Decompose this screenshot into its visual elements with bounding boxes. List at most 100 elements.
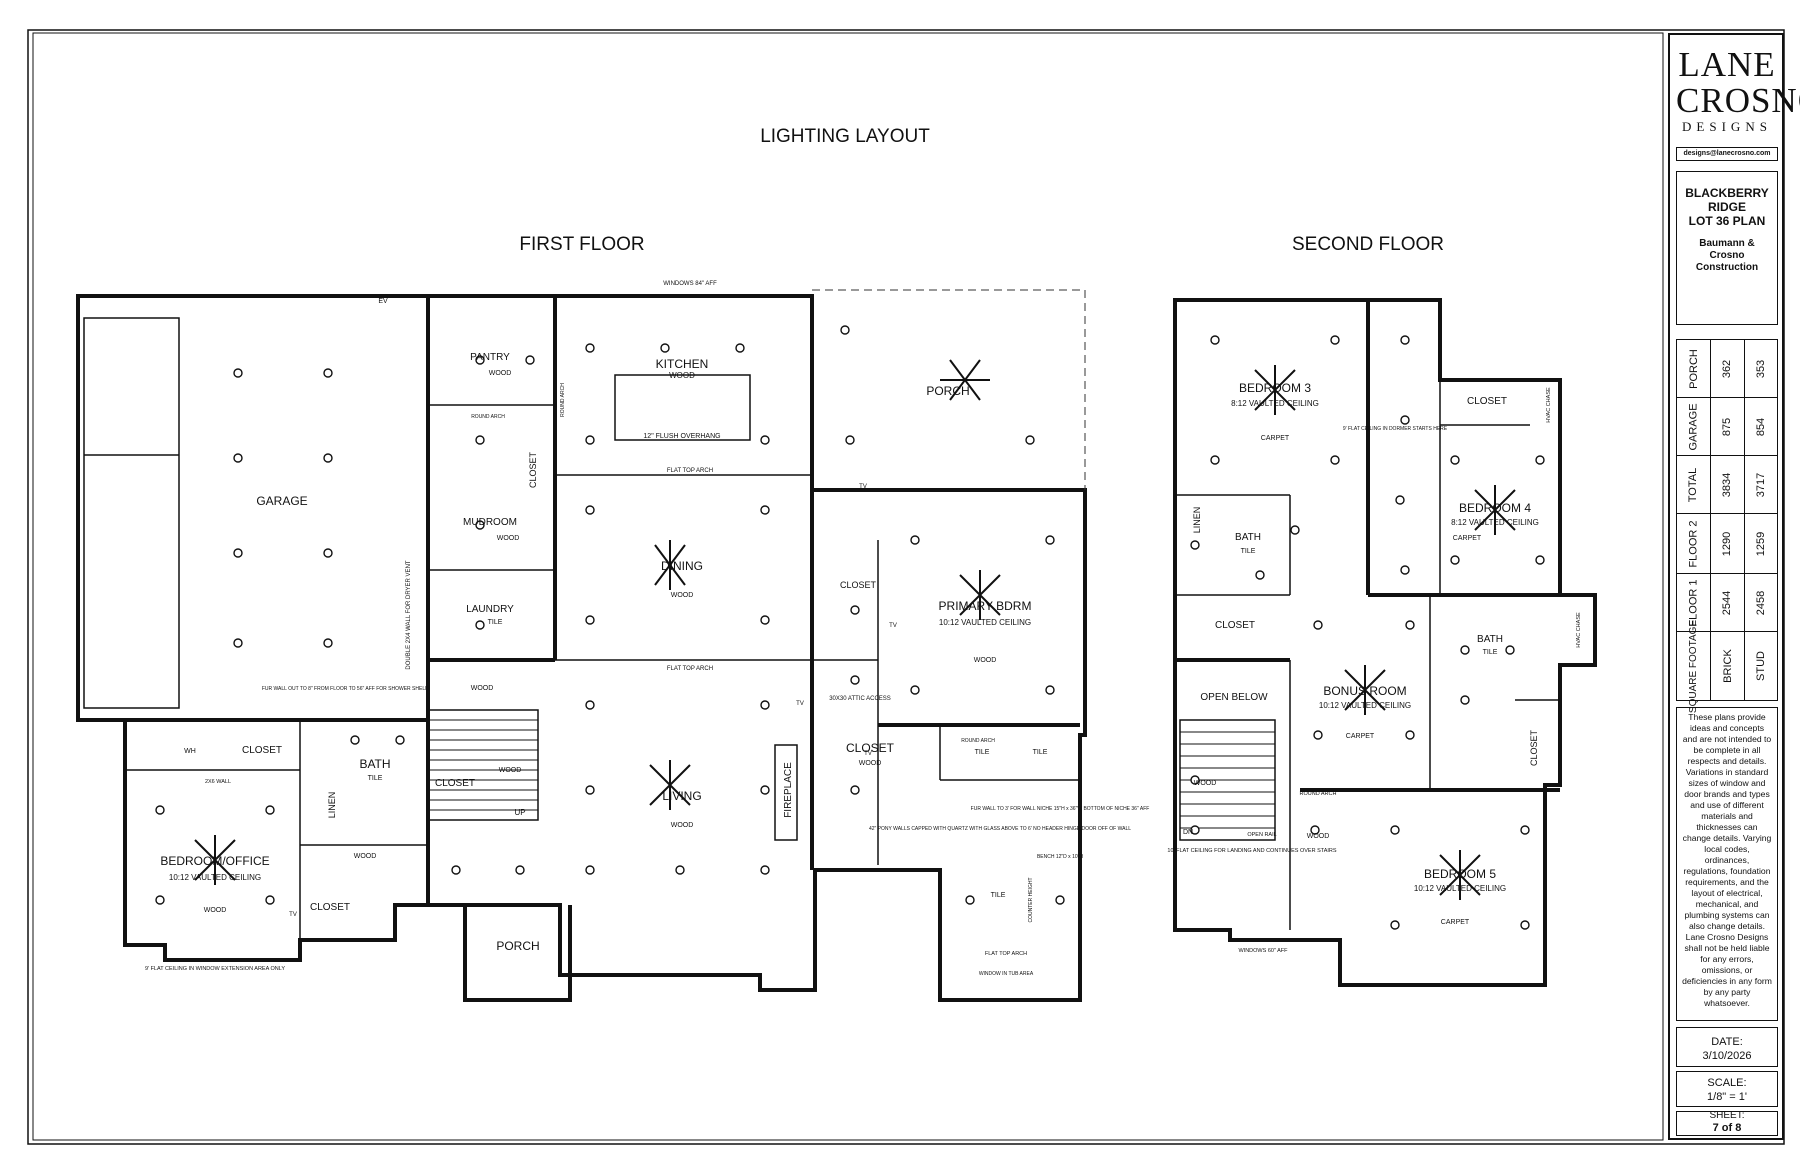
square-footage-table: PORCH GARAGE TOTAL FLOOR 2 FLOOR 1 SQUAR… [1676,339,1778,713]
front-porch-walls [463,905,572,1002]
note-flat-top-arch-3: FLAT TOP ARCH [985,951,1027,957]
note-attic-access: 30X30 ATTIC ACCESS [829,696,891,702]
note-bedroom-vaulted: 10:12 VAULTED CEILING [169,873,261,882]
outer-border [27,29,1785,1145]
sqft-row-porch: PORCH [1687,348,1700,389]
sqft-row-floor2: FLOOR 2 [1687,519,1700,568]
note-tv-fireplace: TV [864,751,872,757]
sqft-stud-floor1: 2458 [1754,590,1767,615]
logo: LANE CROSNO DESIGNS [1676,39,1800,167]
note-hall-wood: WOOD [354,853,377,860]
ceiling-fans-second [1254,365,1516,900]
sqft-row-total: TOTAL [1687,467,1700,502]
project-line3: LOT 36 PLAN [1688,214,1766,228]
sheet-title: LIGHTING LAYOUT [760,126,930,147]
room-linen: LINEN [327,792,337,819]
sqft-brick-porch: 362 [1721,359,1734,378]
note-flat-top-arch-1: FLAT TOP ARCH [667,468,713,474]
note-fur-wall: FUR WALL OUT TO 8" FROM FLOOR TO 56" AFF… [262,686,428,692]
sheet-label: SHEET: [1709,1110,1745,1121]
room-mudroom: MUDROOM [463,517,517,528]
note-windows-bottom: WINDOWS 60" AFF [1238,948,1288,954]
room-closet-hall: CLOSET [1215,620,1255,631]
room-hvac2: HVAC CHASE [1576,612,1582,648]
room-bath1: BATH [1235,532,1261,543]
note-up: UP [514,808,525,817]
note-b5-vaulted: 10:12 VAULTED CEILING [1414,884,1506,893]
room-closet-front: CLOSET [310,902,350,913]
note-b4-carpet: CARPET [1453,535,1482,542]
room-garage: GARAGE [256,494,307,508]
room-closet-b4: CLOSET [1467,396,1507,407]
room-bedroom5: BEDROOM 5 [1424,867,1496,881]
note-closet-wood: WOOD [859,760,882,767]
note-flat-ceiling-dormer: 9' FLAT CEILING IN DORMER STARTS HERE [1343,426,1448,432]
note-open-rail: OPEN RAIL [1247,832,1276,838]
kitchen-island [614,374,751,441]
note-tv-porch: TV [859,484,867,490]
room-closet-a: CLOSET [840,580,877,590]
second-floor-walls [1173,298,1597,987]
note-2x6-wall: 2X6 WALL [205,779,231,785]
note-bath-tile: TILE [368,775,383,782]
room-bath: BATH [359,757,390,771]
room-closet-bed: CLOSET [242,745,282,756]
sqft-stud-garage: 854 [1754,417,1767,436]
project-box: BLACKBERRY RIDGE LOT 36 PLAN Baumann & C… [1676,171,1778,325]
room-closet-stair: CLOSET [435,778,475,789]
note-round-arch-3: ROUND ARCH [961,738,995,744]
note-bedroom-wood: WOOD [204,907,227,914]
scale-value: 1/8" = 1' [1707,1091,1747,1103]
room-bedroom-office: BEDROOM/OFFICE [160,854,269,868]
room-bedroom4: BEDROOM 4 [1459,501,1531,515]
note-tv-living: TV [796,701,804,707]
note-b3-carpet: CARPET [1261,435,1290,442]
room-living: LIVING [662,789,701,803]
main-house-walls [426,294,1087,1002]
builder-line1: Baumann & [1699,238,1755,249]
room-pantry: PANTRY [470,352,510,363]
note-b5-carpet: CARPET [1441,919,1470,926]
note-b4-vaulted: 8:12 VAULTED CEILING [1451,518,1539,527]
date-label: DATE: [1711,1036,1743,1048]
note-round-arch-1: ROUND ARCH [560,383,566,417]
note-tile-1: TILE [975,749,990,756]
note-bath1-tile: TILE [1241,548,1256,555]
project-line1: BLACKBERRY [1685,186,1769,200]
room-porch-front: PORCH [496,939,539,953]
second-floor-title: SECOND FLOOR [1292,234,1444,255]
inner-border [32,32,1664,1141]
sheet-value: 7 of 8 [1712,1122,1742,1134]
scale-box: SCALE: 1/8" = 1' [1676,1071,1778,1107]
sqft-col-brick: BRICK [1721,649,1734,683]
note-round-arch-second: ROUND ARCH [1300,791,1337,797]
note-round-arch-2: ROUND ARCH [471,414,505,420]
builder-line3: Construction [1695,262,1759,273]
note-wh: WH [184,748,196,755]
email: designs@lanecrosno.com [1683,150,1771,157]
note-bonus-vaulted: 10:12 VAULTED CEILING [1319,701,1411,710]
email-box: designs@lanecrosno.com [1676,147,1778,161]
garage-door-outline [83,317,180,709]
note-fur-wall-niche: FUR WALL TO 3' FOR WALL NICHE 15"H x 36"… [971,806,1150,812]
note-living-wood: WOOD [671,822,694,829]
date-box: DATE: 3/10/2026 [1676,1027,1778,1067]
sqft-brick-garage: 875 [1721,417,1734,436]
note-kitchen-wood: WOOD [669,371,695,380]
note-bonus-carpet: CARPET [1346,733,1375,740]
note-bench: BENCH 12"D x 10"H [1037,854,1083,860]
note-ev: EV [378,298,388,305]
note-stair-wood-second: WOOD [1194,780,1217,787]
fireplace-box [774,744,798,841]
room-bonus-room: BONUS ROOM [1323,684,1406,698]
note-primary-vaulted: 10:12 VAULTED CEILING [939,618,1031,627]
disclaimer-box: These plans provide ideas and concepts a… [1676,707,1778,1021]
note-foyer-wood: WOOD [471,685,494,692]
sqft-brick-total: 3834 [1721,472,1734,497]
sqft-label-column: PORCH GARAGE TOTAL FLOOR 2 FLOOR 1 SQUAR… [1677,340,1711,713]
note-mudroom-wood: WOOD [497,535,520,542]
room-bedroom3: BEDROOM 3 [1239,381,1311,395]
room-closet-bonus: CLOSET [1529,729,1539,766]
